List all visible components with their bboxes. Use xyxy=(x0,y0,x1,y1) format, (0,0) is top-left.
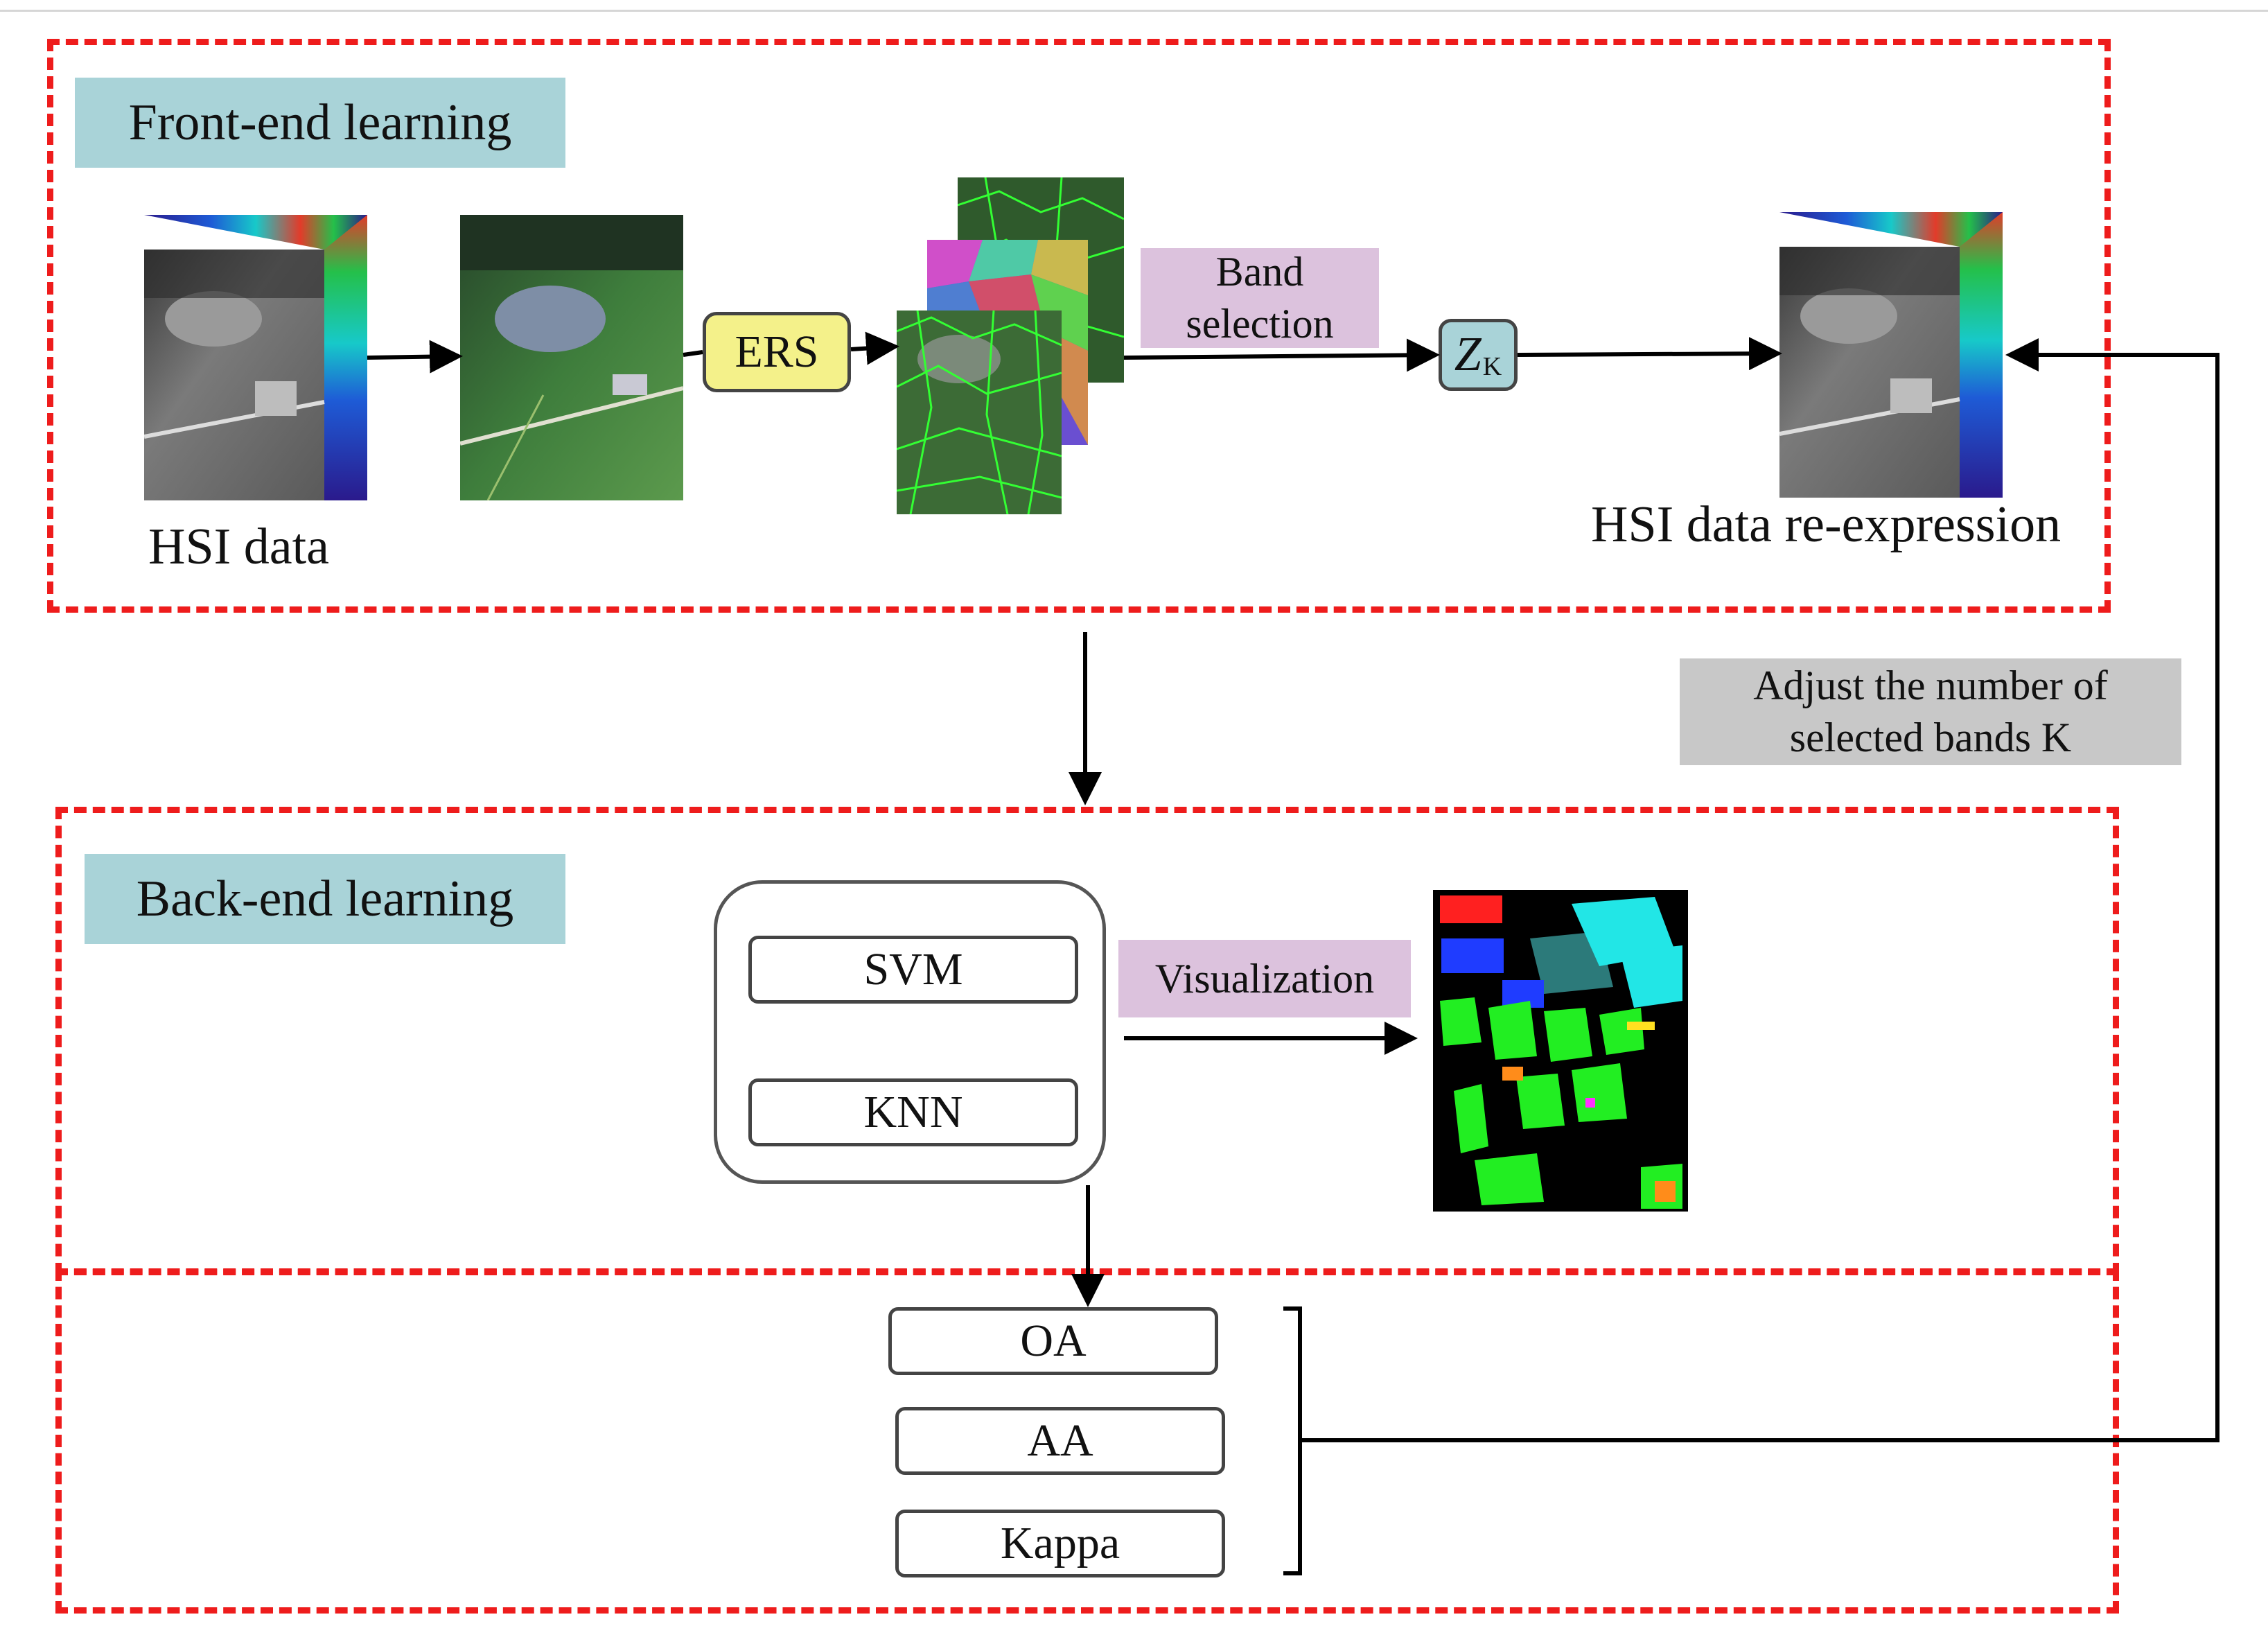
adjust-bands-note: Adjust the number of selected bands K xyxy=(1680,658,2181,765)
band-selection-line1: Band xyxy=(1215,249,1304,295)
band-selection-line2: selection xyxy=(1186,301,1334,347)
front-end-region xyxy=(47,39,2111,613)
classifier-svm: SVM xyxy=(748,936,1078,1004)
classification-map-image xyxy=(1433,890,1688,1212)
zk-node: Z K xyxy=(1439,319,1518,391)
metric-aa: AA xyxy=(895,1407,1225,1475)
top-rule xyxy=(0,10,2268,12)
metric-oa: OA xyxy=(888,1307,1218,1375)
classifier-knn: KNN xyxy=(748,1078,1078,1146)
rgb-scene-image xyxy=(460,215,683,500)
visualization-label: Visualization xyxy=(1118,940,1411,1017)
back-end-title: Back-end learning xyxy=(85,854,565,944)
hsi-reexpression-cube-image xyxy=(1779,212,2003,498)
zk-subscript: K xyxy=(1482,352,1502,381)
adjust-bands-line1: Adjust the number of xyxy=(1753,663,2108,708)
adjust-bands-line2: selected bands K xyxy=(1789,715,2072,760)
metric-kappa: Kappa xyxy=(895,1510,1225,1577)
hsi-data-caption: HSI data xyxy=(148,518,329,575)
superpixel-map-front xyxy=(897,311,1062,514)
zk-symbol: Z xyxy=(1454,328,1482,381)
hsi-reexpression-caption: HSI data re-expression xyxy=(1591,496,2062,553)
hsi-cube-image xyxy=(144,215,367,500)
front-end-title: Front-end learning xyxy=(75,78,565,168)
ers-node: ERS xyxy=(703,312,851,392)
band-selection-label: Band selection xyxy=(1141,248,1379,348)
